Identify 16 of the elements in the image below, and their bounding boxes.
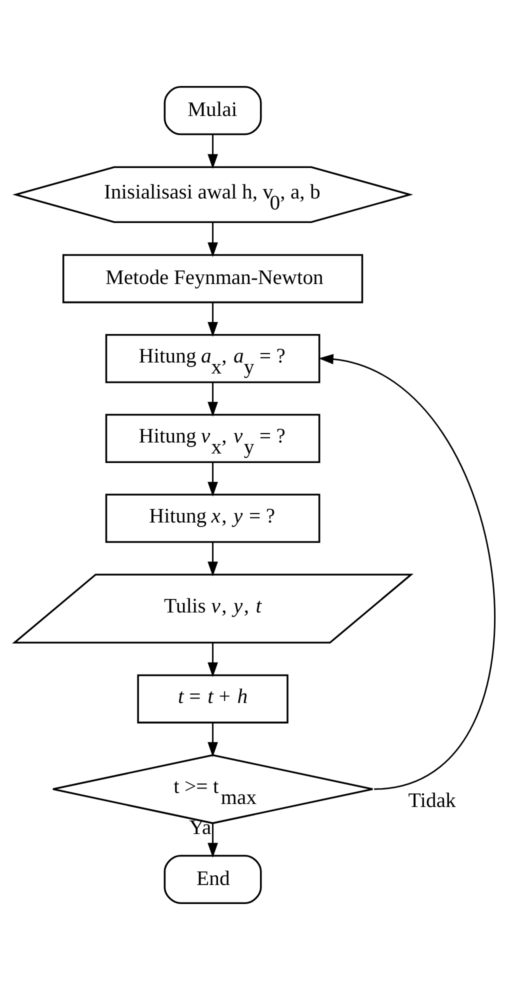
- arrow: [208, 823, 218, 858]
- node-box: End: [164, 854, 262, 904]
- arrow: [208, 222, 218, 257]
- arrow: [208, 722, 218, 756]
- node-box: Mulai: [164, 86, 262, 135]
- arrow: [208, 542, 218, 576]
- edge-label: Tidak: [408, 789, 456, 812]
- node-box: Hitung x, y = ?: [105, 493, 320, 542]
- arrow: [208, 302, 218, 336]
- arrow: [208, 134, 218, 168]
- arrow: [318, 353, 496, 790]
- node-box: t = t + h: [137, 674, 288, 723]
- arrow: [208, 642, 218, 677]
- node-box: Metode Feynman-Newton: [62, 254, 364, 303]
- arrow: [208, 462, 218, 496]
- arrow: [208, 382, 218, 416]
